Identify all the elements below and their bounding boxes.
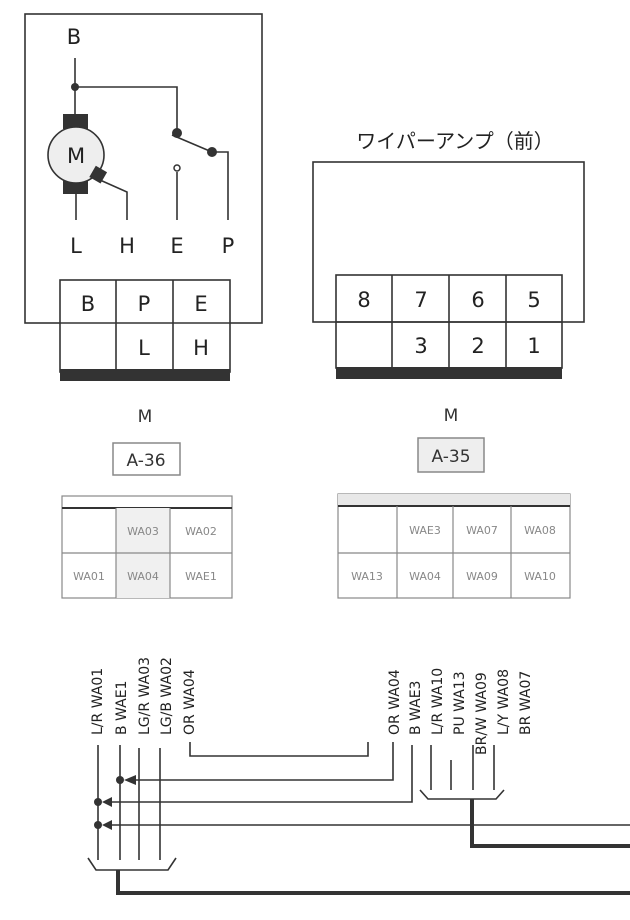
wiper-amp-title: ワイパーアンプ（前） xyxy=(356,129,553,153)
ground-wire-right xyxy=(470,799,630,848)
wire-label: L/R WA10 xyxy=(430,668,446,735)
motor-connector: B P E L H M A-36 xyxy=(59,279,231,476)
connector-type-label: M xyxy=(138,407,153,427)
motor-symbol: M xyxy=(67,144,85,168)
pin-p: P xyxy=(138,292,151,316)
wire-label: PU WA13 xyxy=(452,671,468,735)
pin-6: 6 xyxy=(471,288,484,312)
wire-label: BR/W WA09 xyxy=(474,672,490,755)
wire-label: L/Y WA08 xyxy=(496,669,512,735)
right-wire-labels: OR WA04 B WAE3 L/R WA10 PU WA13 BR/W WA0… xyxy=(387,668,534,755)
wire-or xyxy=(189,742,369,757)
left-wire-labels: L/R WA01 B WAE1 LG/R WA03 LG/B WA02 OR W… xyxy=(90,657,198,735)
pin-2: 2 xyxy=(471,334,484,358)
pin-h: H xyxy=(193,336,209,360)
motor-icon xyxy=(47,126,105,184)
wire-label: LG/R WA03 xyxy=(137,657,153,735)
brush-high xyxy=(89,165,108,184)
table-cell: WA09 xyxy=(466,570,498,583)
connector-joint-icon xyxy=(94,775,136,830)
wiper-motor: B M L H E P xyxy=(24,13,263,324)
wire-label: L/R WA01 xyxy=(90,668,106,735)
table-cell: WA13 xyxy=(351,570,383,583)
terminal-label-e: E xyxy=(170,234,183,258)
wire-label: B WAE3 xyxy=(408,681,424,735)
pin-3: 3 xyxy=(414,334,427,358)
table-cell: WA08 xyxy=(524,524,556,537)
wire-label: BR WA07 xyxy=(518,671,534,735)
wire-label: LG/B WA02 xyxy=(159,657,175,735)
wire-label: OR WA04 xyxy=(182,669,198,735)
wire-label: B WAE1 xyxy=(114,681,130,735)
terminal-label-p: P xyxy=(222,234,235,258)
connector-id-a36: A-36 xyxy=(126,451,165,471)
table-cell: WA07 xyxy=(466,524,498,537)
ground-wire-left xyxy=(116,870,630,895)
table-cell: WAE3 xyxy=(409,524,441,537)
terminal-label-h: H xyxy=(119,234,135,258)
table-cell: WA10 xyxy=(524,570,556,583)
park-switch xyxy=(171,134,213,153)
wiper-amp: ワイパーアンプ（前） 8 7 6 5 3 2 1 M A-35 xyxy=(312,129,585,473)
terminal-label-l: L xyxy=(70,234,82,258)
brush-bottom xyxy=(63,180,88,194)
pin-1: 1 xyxy=(527,334,540,358)
pin-e: E xyxy=(194,292,207,316)
wire-b xyxy=(134,742,394,781)
pin-7: 7 xyxy=(414,288,427,312)
terminal-label-b: B xyxy=(67,25,81,49)
pin-5: 5 xyxy=(527,288,540,312)
bundle-bracket-right xyxy=(419,789,505,800)
table-cell: WAE1 xyxy=(185,570,217,583)
pin-l: L xyxy=(138,336,150,360)
wire-label: OR WA04 xyxy=(387,669,403,735)
connector-type-label: M xyxy=(444,406,459,426)
table-cell: WA02 xyxy=(185,525,217,538)
table-cell: WA01 xyxy=(73,570,105,583)
table-cell: WA04 xyxy=(409,570,441,583)
brush-top xyxy=(63,114,88,129)
wire-l-r xyxy=(110,745,413,803)
table-cell: WA04 xyxy=(127,570,159,583)
table-cell: WA03 xyxy=(127,525,159,538)
left-wire-table: WA03 WA02 WA01 WA04 WAE1 xyxy=(61,495,233,599)
pin-8: 8 xyxy=(357,288,370,312)
pin-b: B xyxy=(81,292,95,316)
wire-harness xyxy=(87,742,630,895)
connector-id-a35: A-35 xyxy=(431,447,470,467)
bundle-bracket-left xyxy=(87,857,177,871)
right-wire-table: WAE3 WA07 WA08 WA13 WA04 WA09 WA10 xyxy=(337,493,571,599)
